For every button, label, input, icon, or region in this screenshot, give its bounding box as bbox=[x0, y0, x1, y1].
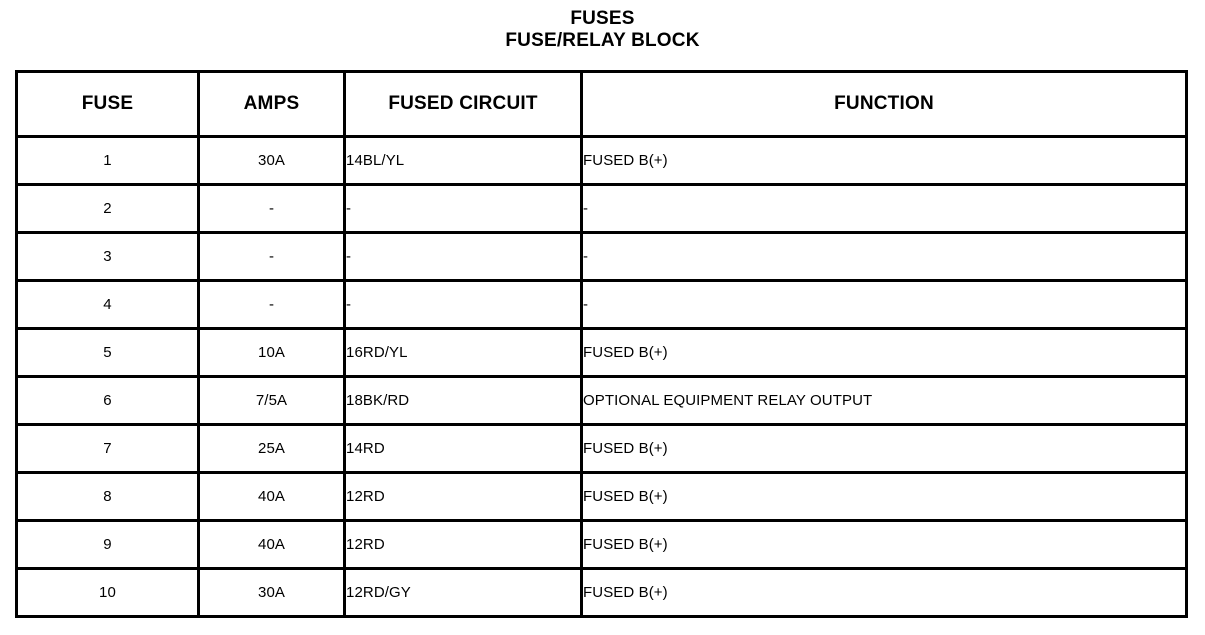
cell-fuse: 7 bbox=[15, 423, 200, 474]
cell-amps: 40A bbox=[197, 471, 346, 522]
table-row: 4--- bbox=[15, 279, 1188, 330]
page-title: FUSES FUSE/RELAY BLOCK bbox=[0, 8, 1205, 52]
cell-fuse: 4 bbox=[15, 279, 200, 330]
cell-fused-circuit: 14RD bbox=[343, 423, 583, 474]
cell-amps: 10A bbox=[197, 327, 346, 378]
cell-fuse: 10 bbox=[15, 567, 200, 618]
cell-fused-circuit: - bbox=[343, 279, 583, 330]
cell-function: FUSED B(+) bbox=[580, 519, 1188, 570]
cell-amps: 7/5A bbox=[197, 375, 346, 426]
cell-fused-circuit: - bbox=[343, 231, 583, 282]
table-row: 2--- bbox=[15, 183, 1188, 234]
cell-fuse: 1 bbox=[15, 135, 200, 186]
cell-function: - bbox=[580, 183, 1188, 234]
cell-amps: 30A bbox=[197, 135, 346, 186]
cell-function: FUSED B(+) bbox=[580, 423, 1188, 474]
title-line-secondary: FUSE/RELAY BLOCK bbox=[505, 30, 700, 51]
column-header-fuse: FUSE bbox=[15, 70, 200, 138]
cell-fused-circuit: 12RD/GY bbox=[343, 567, 583, 618]
column-header-function: FUNCTION bbox=[580, 70, 1188, 138]
cell-function: OPTIONAL EQUIPMENT RELAY OUTPUT bbox=[580, 375, 1188, 426]
cell-fused-circuit: 12RD bbox=[343, 471, 583, 522]
cell-fuse: 2 bbox=[15, 183, 200, 234]
cell-fused-circuit: 14BL/YL bbox=[343, 135, 583, 186]
cell-amps: 25A bbox=[197, 423, 346, 474]
cell-amps: - bbox=[197, 183, 346, 234]
cell-fused-circuit: 16RD/YL bbox=[343, 327, 583, 378]
cell-function: FUSED B(+) bbox=[580, 135, 1188, 186]
cell-amps: 40A bbox=[197, 519, 346, 570]
cell-function: FUSED B(+) bbox=[580, 327, 1188, 378]
cell-function: FUSED B(+) bbox=[580, 471, 1188, 522]
cell-amps: 30A bbox=[197, 567, 346, 618]
table-row: 3--- bbox=[15, 231, 1188, 282]
column-header-circuit: FUSED CIRCUIT bbox=[343, 70, 583, 138]
cell-function: - bbox=[580, 279, 1188, 330]
cell-fuse: 9 bbox=[15, 519, 200, 570]
cell-fuse: 5 bbox=[15, 327, 200, 378]
column-header-amps: AMPS bbox=[197, 70, 346, 138]
cell-fuse: 8 bbox=[15, 471, 200, 522]
cell-fuse: 6 bbox=[15, 375, 200, 426]
cell-fused-circuit: - bbox=[343, 183, 583, 234]
cell-function: - bbox=[580, 231, 1188, 282]
cell-function: FUSED B(+) bbox=[580, 567, 1188, 618]
cell-amps: - bbox=[197, 279, 346, 330]
table-header-row: FUSE AMPS FUSED CIRCUIT FUNCTION bbox=[15, 70, 1188, 138]
cell-amps: - bbox=[197, 231, 346, 282]
cell-fused-circuit: 18BK/RD bbox=[343, 375, 583, 426]
cell-fuse: 3 bbox=[15, 231, 200, 282]
cell-fused-circuit: 12RD bbox=[343, 519, 583, 570]
table-header: FUSE AMPS FUSED CIRCUIT FUNCTION bbox=[15, 70, 1188, 138]
title-line-primary: FUSES bbox=[570, 8, 635, 29]
